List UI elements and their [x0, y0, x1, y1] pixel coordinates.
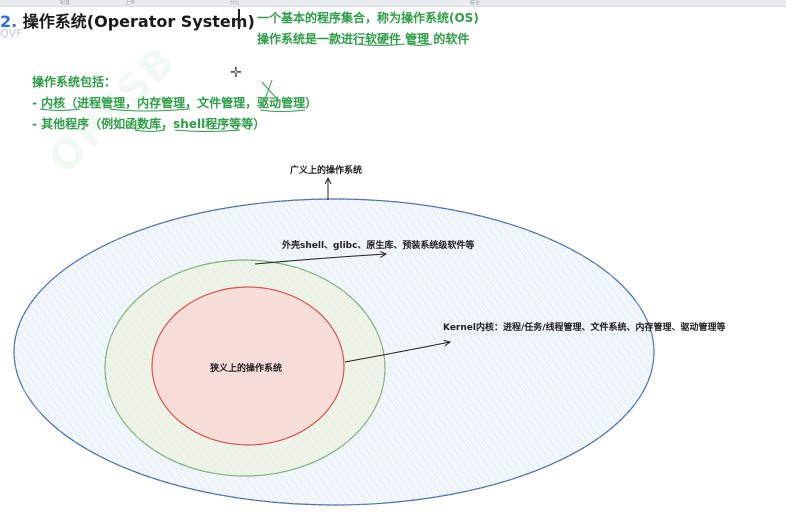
crosshair-cursor-icon: ✛: [230, 65, 242, 81]
text-cursor: [238, 9, 240, 29]
tab-label-4[interactable]: 联合: [470, 0, 481, 6]
underline-manage: [407, 43, 433, 46]
underline-lib: [134, 129, 166, 132]
label-narrow-os: 狭义上的操作系统: [210, 364, 283, 374]
list-item-kernel: - 内核（进程管理，内存管理，文件管理，驱动管理）: [32, 96, 318, 110]
page-title: 2. 操作系统(Operator System): [0, 8, 255, 32]
top-toolbar-strip: 配置 上传 分区 联合: [0, 0, 786, 7]
note-line-1: 一个基本的程序集合，称为操作系统(OS): [257, 11, 479, 25]
tab-label-1[interactable]: 配置: [60, 0, 71, 6]
list-heading: 操作系统包括：: [32, 75, 117, 89]
inner-ellipse-kernel: [151, 286, 345, 446]
underline-shell: [174, 129, 241, 132]
label-broad-os: 广义上的操作系统: [290, 166, 363, 176]
arrow-to-shell-label: [254, 254, 386, 265]
underline-hardware: [354, 43, 406, 46]
section-title: 操作系统(Operator System): [22, 12, 255, 31]
list-item-other: - 其他程序（例如函数库，shell程序等等）: [32, 117, 266, 131]
label-shell: 外壳shell、glibc、原生库、预装系统级软件等: [282, 241, 475, 251]
underline-process: [109, 108, 191, 112]
label-kernel: Kernel内核：进程/任务/线程管理、文件系统、内存管理、驱动管理等: [443, 323, 726, 333]
section-number: 2.: [0, 12, 18, 31]
strike-mark-2: [263, 79, 273, 103]
strike-mark: [261, 81, 279, 101]
tab-label-2[interactable]: 上传: [125, 0, 136, 6]
faint-overlay-text: QVF: [0, 27, 23, 40]
note-line-2: 操作系统是一款进行软硬件 管理 的软件: [257, 32, 470, 46]
arrow-to-kernel-label: [344, 342, 450, 363]
tab-label-3[interactable]: 分区: [230, 0, 241, 6]
underline-kernel: [39, 108, 81, 111]
underline-driver: [259, 109, 306, 112]
